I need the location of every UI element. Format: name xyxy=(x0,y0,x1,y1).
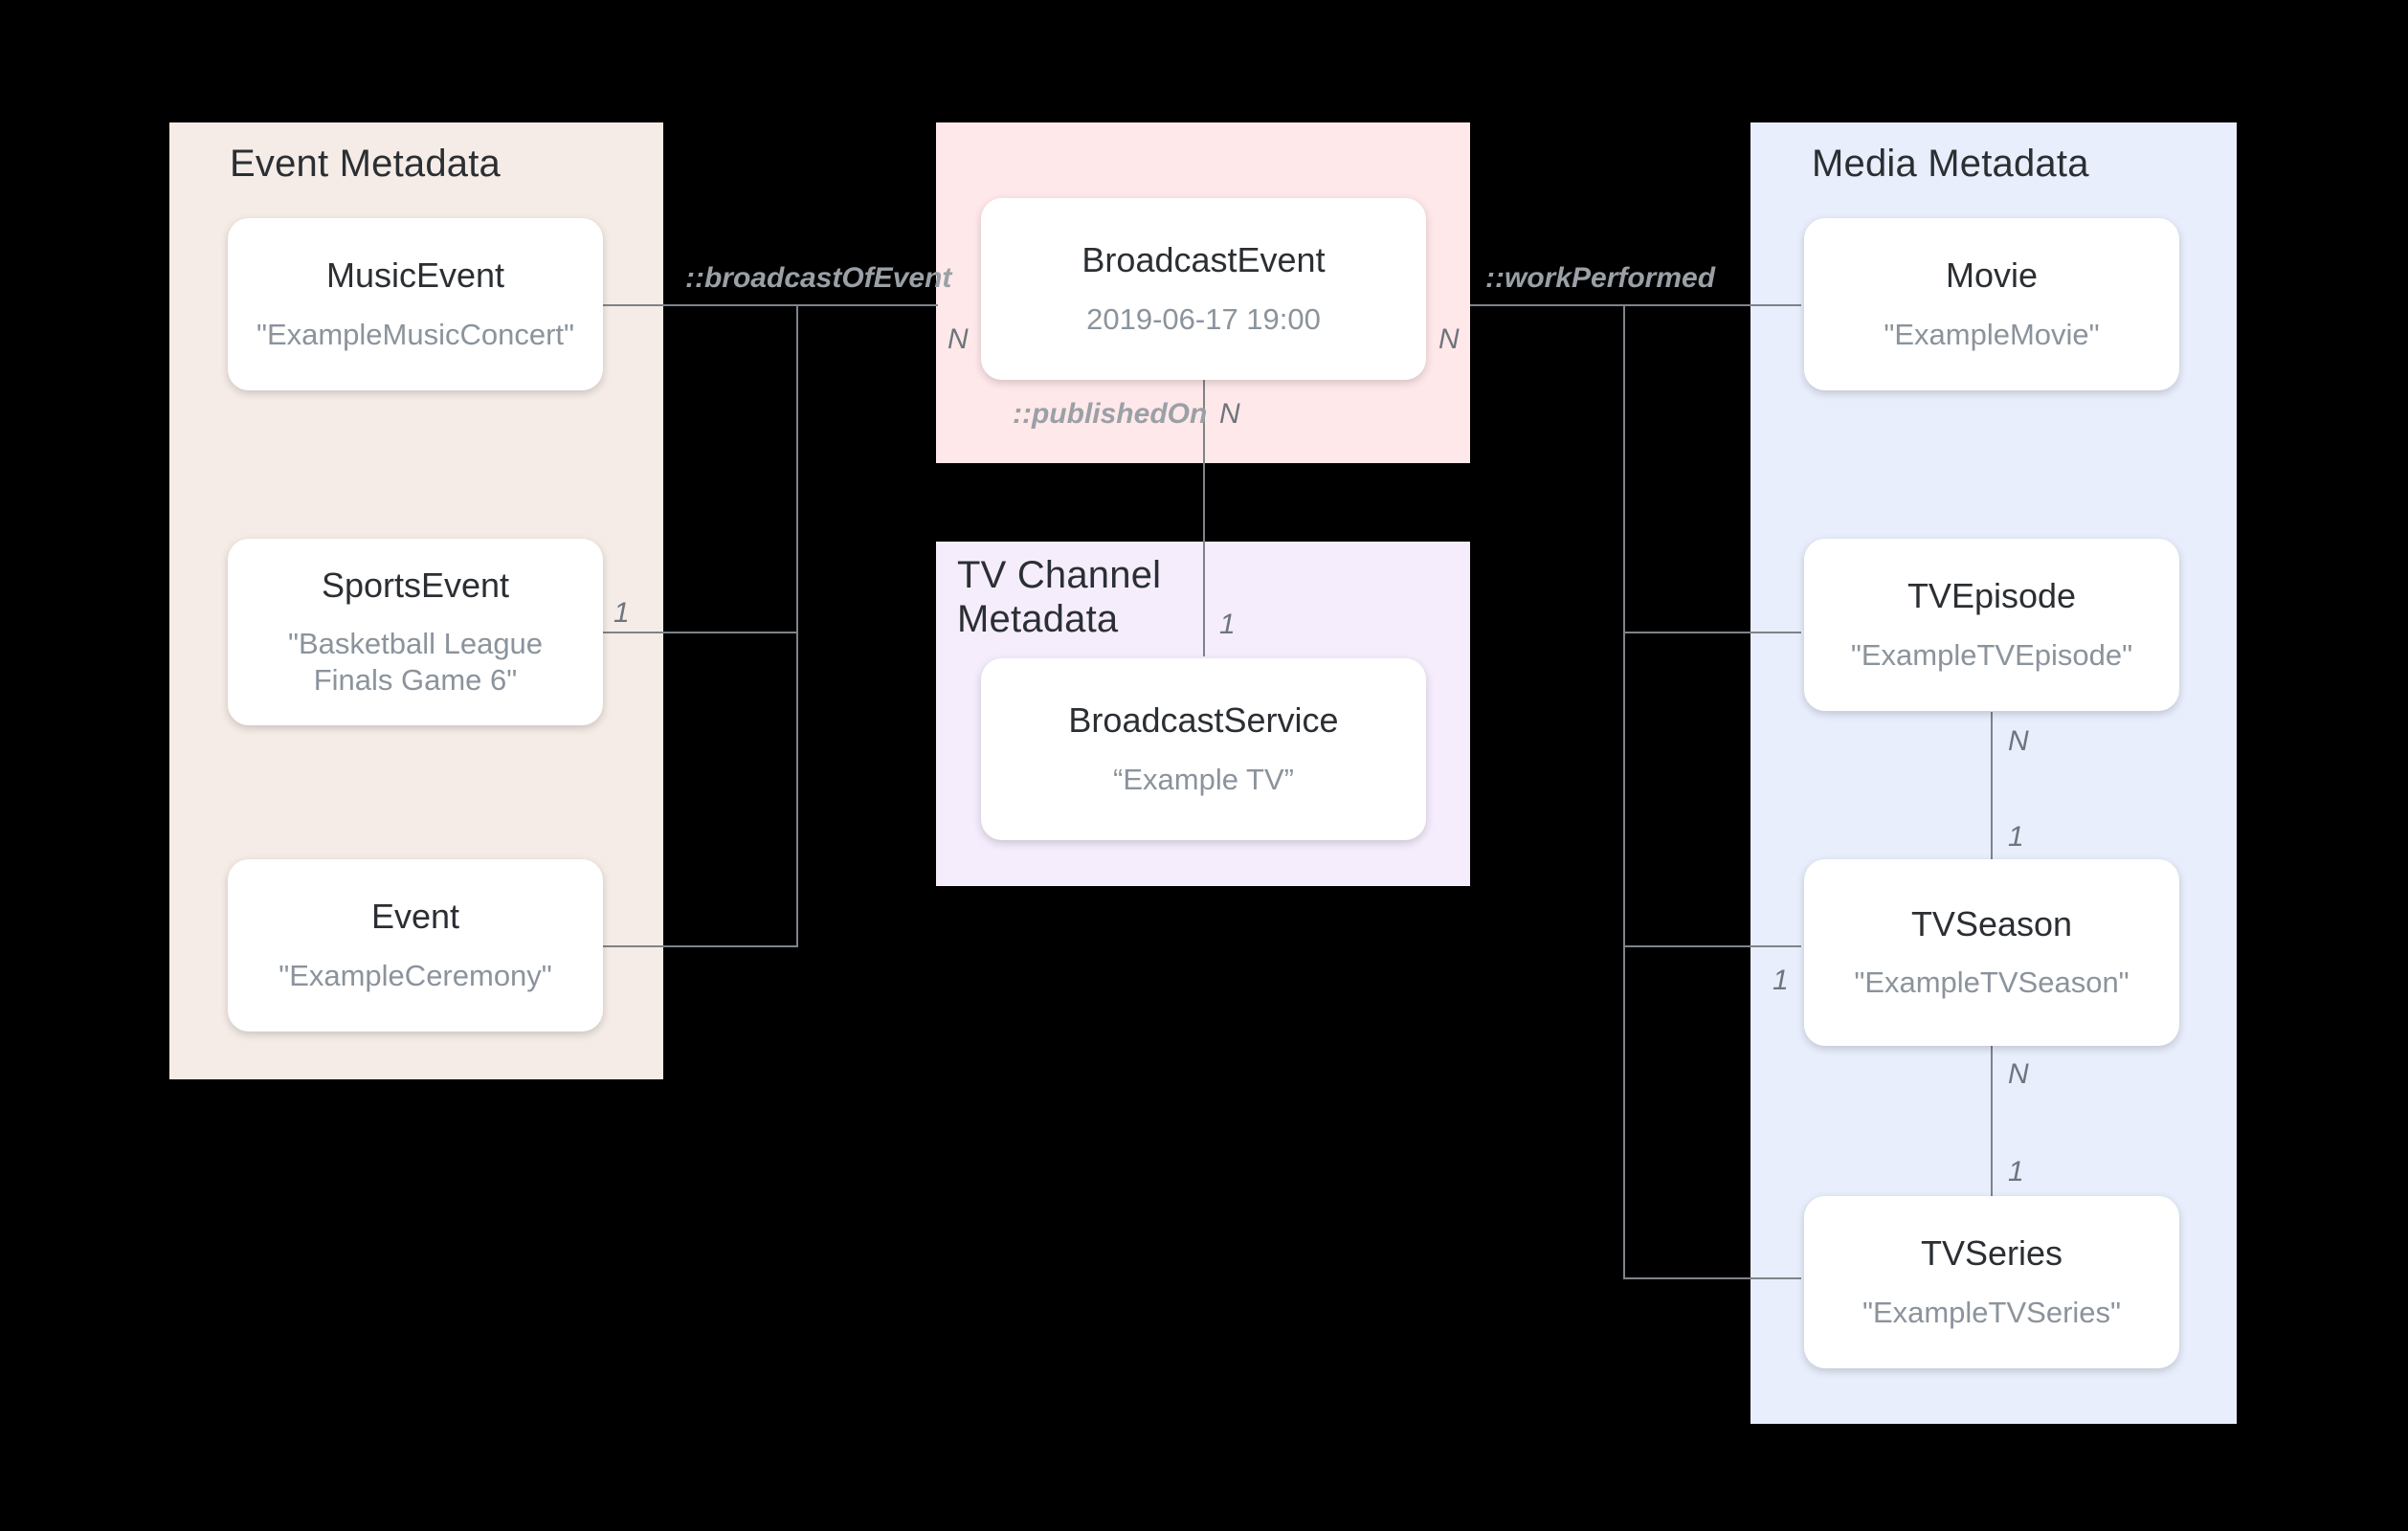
node-title-broadcast-event: BroadcastEvent xyxy=(1081,240,1326,280)
node-value-tv-episode: "ExampleTVEpisode" xyxy=(1850,637,2133,672)
node-sports-event[interactable]: SportsEvent "Basketball League Finals Ga… xyxy=(228,539,603,725)
node-music-event[interactable]: MusicEvent "ExampleMusicConcert" xyxy=(228,218,603,390)
node-tv-episode[interactable]: TVEpisode "ExampleTVEpisode" xyxy=(1804,539,2179,711)
edge-movie-stub xyxy=(1623,304,1801,306)
edge-broadcast-of-event-link xyxy=(796,304,938,306)
edge-published-on xyxy=(1203,379,1205,656)
cardinality-tv-season-bottom: N xyxy=(2008,1058,2029,1090)
edge-episode-to-season xyxy=(1991,712,1993,865)
node-value-music-event: "ExampleMusicConcert" xyxy=(256,317,575,351)
relation-label-broadcast-of-event: ::broadcastOfEvent xyxy=(685,262,952,294)
node-value-tv-season: "ExampleTVSeason" xyxy=(1854,965,2129,1000)
node-title-tv-episode: TVEpisode xyxy=(1906,576,2077,616)
node-value-broadcast-service: “Example TV” xyxy=(1113,762,1294,796)
edge-tv-season-stub xyxy=(1623,945,1801,947)
cardinality-broadcast-event-left: N xyxy=(948,323,969,355)
edge-event-stub xyxy=(599,945,798,947)
node-value-broadcast-event: 2019-06-17 19:00 xyxy=(1086,301,1321,336)
node-broadcast-event[interactable]: BroadcastEvent 2019-06-17 19:00 xyxy=(981,198,1426,380)
node-value-sports-event: "Basketball League Finals Game 6" xyxy=(287,627,544,698)
cardinality-broadcast-event-bottom: N xyxy=(1219,398,1240,430)
node-event[interactable]: Event "ExampleCeremony" xyxy=(228,859,603,1032)
cardinality-tv-series-top: 1 xyxy=(2008,1156,2024,1187)
node-value-tv-series: "ExampleTVSeries" xyxy=(1862,1295,2122,1329)
node-title-movie: Movie xyxy=(1945,255,2039,296)
edge-tv-episode-stub xyxy=(1623,632,1801,633)
node-title-music-event: MusicEvent xyxy=(325,255,505,296)
cardinality-tv-season-top: 1 xyxy=(2008,821,2024,853)
relation-label-work-performed: ::workPerformed xyxy=(1485,262,1716,294)
node-title-event: Event xyxy=(370,897,460,937)
node-tv-season[interactable]: TVSeason "ExampleTVSeason" xyxy=(1804,859,2179,1046)
cardinality-broadcast-service-top: 1 xyxy=(1219,609,1236,640)
relation-label-published-on: ::publishedOn xyxy=(1013,398,1208,430)
node-value-event: "ExampleCeremony" xyxy=(279,958,552,992)
cardinality-sports-event-right: 1 xyxy=(613,597,630,629)
edge-tv-series-stub xyxy=(1623,1277,1801,1279)
node-title-tv-series: TVSeries xyxy=(1920,1233,2063,1274)
edge-season-to-series xyxy=(1991,1045,1993,1196)
node-title-sports-event: SportsEvent xyxy=(321,565,510,605)
panel-title-event-metadata: Event Metadata xyxy=(230,143,501,185)
edge-work-performed-link xyxy=(1470,304,1625,306)
edge-music-event-stub xyxy=(599,304,798,306)
node-title-broadcast-service: BroadcastService xyxy=(1068,700,1339,741)
node-movie[interactable]: Movie "ExampleMovie" xyxy=(1804,218,2179,390)
node-value-movie: "ExampleMovie" xyxy=(1884,317,2100,351)
cardinality-tv-episode-bottom: N xyxy=(2008,725,2029,757)
cardinality-broadcast-event-right: N xyxy=(1438,323,1460,355)
node-tv-series[interactable]: TVSeries "ExampleTVSeries" xyxy=(1804,1196,2179,1368)
panel-title-tv-channel-metadata: TV Channel Metadata xyxy=(957,554,1162,640)
edge-sports-event-stub xyxy=(599,632,798,633)
edge-media-bus-vertical xyxy=(1623,304,1625,1277)
node-title-tv-season: TVSeason xyxy=(1910,903,2073,943)
edge-event-bus-vertical xyxy=(796,304,798,945)
node-broadcast-service[interactable]: BroadcastService “Example TV” xyxy=(981,658,1426,840)
panel-title-media-metadata: Media Metadata xyxy=(1812,143,2089,185)
cardinality-tv-season-left: 1 xyxy=(1773,965,1789,996)
